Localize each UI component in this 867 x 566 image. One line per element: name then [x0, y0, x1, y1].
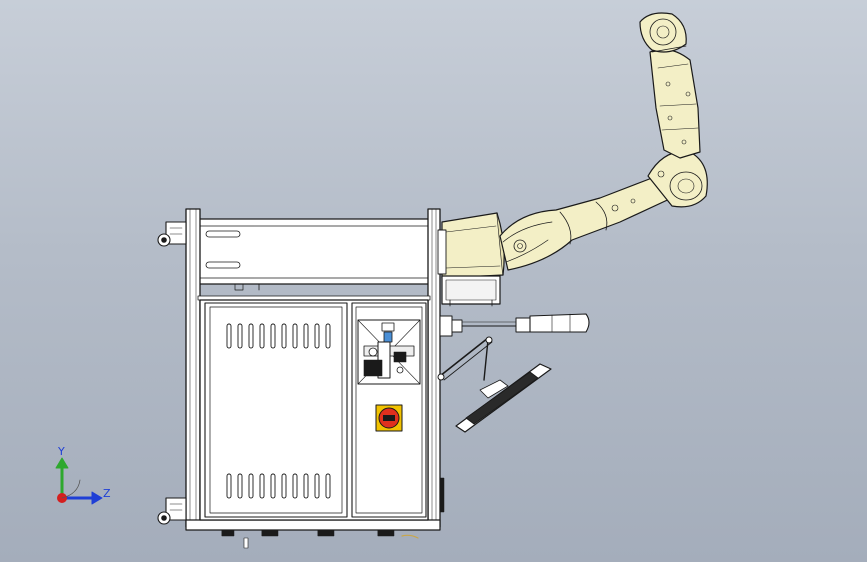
- robot-arm[interactable]: [441, 12, 708, 307]
- robot-wrist: [639, 12, 687, 53]
- caster-bottom: [157, 497, 187, 525]
- robot-elbow: [647, 150, 708, 208]
- vent-slots-bottom: [226, 473, 331, 499]
- robot-base: [441, 212, 505, 307]
- triad-z-label: Z: [103, 487, 111, 500]
- pneumatic-panel: [357, 319, 421, 385]
- robot-lower-arm: [499, 177, 677, 271]
- emergency-stop[interactable]: [375, 404, 403, 432]
- robot-upper-arm: [649, 48, 701, 159]
- caster-wheels: [157, 221, 187, 525]
- welding-torch: [439, 313, 590, 337]
- vent-slots-top: [226, 323, 331, 349]
- caster-top: [157, 221, 187, 247]
- upper-beam: [191, 218, 437, 291]
- side-latch: [439, 477, 445, 513]
- coordinate-triad: Y Z: [55, 445, 111, 505]
- bottom-connectors: [221, 529, 419, 549]
- teach-pendant[interactable]: [437, 336, 552, 433]
- triad-y-label: Y: [57, 445, 65, 458]
